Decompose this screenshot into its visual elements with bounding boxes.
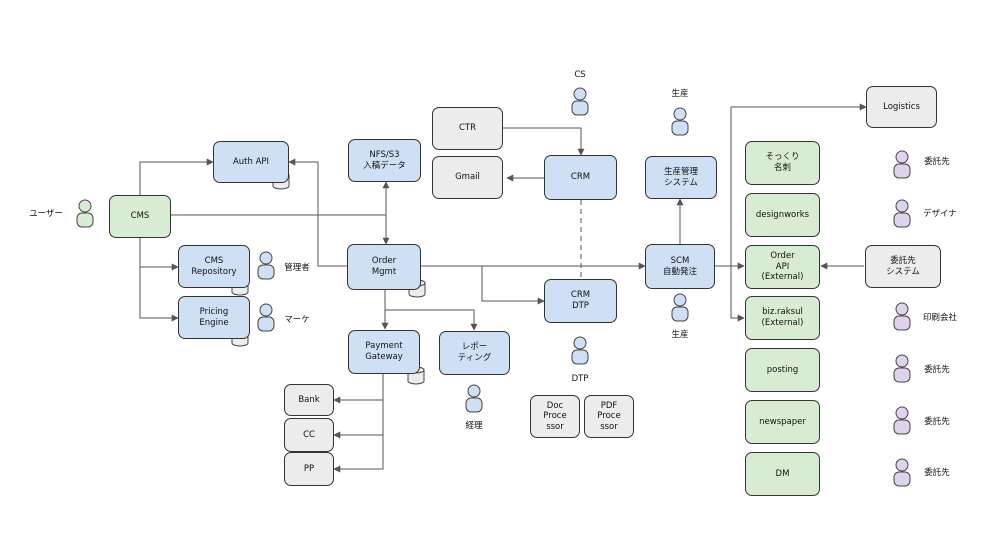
actor-contractor-4-icon <box>893 458 911 487</box>
actor-user-label: ユーザー <box>29 209 63 219</box>
edge-cms-repository <box>139 238 179 271</box>
edge-payment-cc <box>333 400 384 439</box>
actor-user-icon <box>76 199 94 228</box>
actor-contractor-2-icon <box>893 354 911 383</box>
pp-node: PP <box>284 452 334 486</box>
actor-admin-label: 管理者 <box>284 263 310 273</box>
order-mgmt-node: Order Mgmt <box>347 244 421 290</box>
gmail-node: Gmail <box>432 156 503 199</box>
reporting-node: レポー ティング <box>439 331 510 375</box>
actor-printing-company-label: 印刷会社 <box>922 313 957 323</box>
scm-node: SCM 自動発注 <box>645 244 715 289</box>
edge-scm-logistics <box>730 103 867 266</box>
actor-marketing-icon <box>257 303 275 332</box>
actor-admin-icon <box>257 251 275 280</box>
actor-contractor-3-label: 委託先 <box>924 417 950 427</box>
actor-dtp-label: DTP <box>571 374 589 384</box>
payment-gateway-node: Payment Gateway <box>348 330 420 374</box>
edge-order-reporting <box>385 309 478 331</box>
doc-processor-node: Doc Proce ssor <box>530 395 580 438</box>
pricing-engine-node: Pricing Engine <box>178 296 250 339</box>
bank-node: Bank <box>284 384 334 416</box>
actor-designer-label: デザイナ <box>923 209 957 219</box>
actor-contractor-1-icon <box>893 150 911 179</box>
actor-accounting-icon <box>465 384 483 413</box>
actor-accounting-label: 経理 <box>465 421 483 431</box>
edge-order-crm-dtp <box>481 266 545 305</box>
actor-marketing-label: マーケ <box>284 315 310 325</box>
actor-contractor-3-icon <box>893 406 911 435</box>
production-mgmt-node: 生産管理 システム <box>645 156 717 199</box>
edge-payment-bank <box>333 374 384 404</box>
edge-payment-pp <box>333 435 384 473</box>
order-api-node: Order API (External) <box>745 245 820 289</box>
logistics-node: Logistics <box>866 86 937 128</box>
actor-production-bottom-icon <box>671 293 689 322</box>
actor-designer-icon <box>893 199 911 228</box>
crm-node: CRM <box>544 155 617 200</box>
edge-ctr-crm <box>503 127 585 156</box>
edge-cms-auth-api <box>139 158 214 195</box>
cc-node: CC <box>284 418 334 452</box>
dm-node: DM <box>745 452 820 496</box>
nfs-s3-node: NFS/S3 入稿データ <box>348 139 421 182</box>
edge-order-auth-api <box>288 158 347 267</box>
actor-production-top-icon <box>671 107 689 136</box>
sokkuri-meishi-node: そっくり 名刺 <box>745 141 820 185</box>
pdf-processor-node: PDF Proce ssor <box>584 395 634 438</box>
actor-contractor-4-label: 委託先 <box>924 468 950 478</box>
newspaper-node: newspaper <box>745 400 820 444</box>
actor-cs-icon <box>571 87 589 116</box>
partner-system-node: 委託先 システム <box>865 245 941 288</box>
edge-scm-biz-raksul <box>730 266 745 322</box>
designworks-node: designworks <box>745 193 820 237</box>
actor-contractor-1-label: 委託先 <box>924 157 950 167</box>
biz-raksul-node: biz.raksul (External) <box>745 296 820 340</box>
actor-printing-company-icon <box>893 302 911 331</box>
posting-node: posting <box>745 348 820 392</box>
actor-production-bottom-label: 生産 <box>671 330 689 340</box>
cms-node: CMS <box>109 195 171 238</box>
actor-cs-label: CS <box>574 70 586 80</box>
edge-cms-pricing <box>139 238 179 322</box>
ctr-node: CTR <box>432 107 503 150</box>
actor-contractor-2-label: 委託先 <box>924 365 950 375</box>
auth-api-node: Auth API <box>213 141 289 183</box>
actor-dtp-icon <box>571 336 589 365</box>
cms-repository-node: CMS Repository <box>178 245 250 288</box>
actor-production-top-label: 生産 <box>671 89 689 99</box>
crm-dtp-node: CRM DTP <box>544 279 617 323</box>
